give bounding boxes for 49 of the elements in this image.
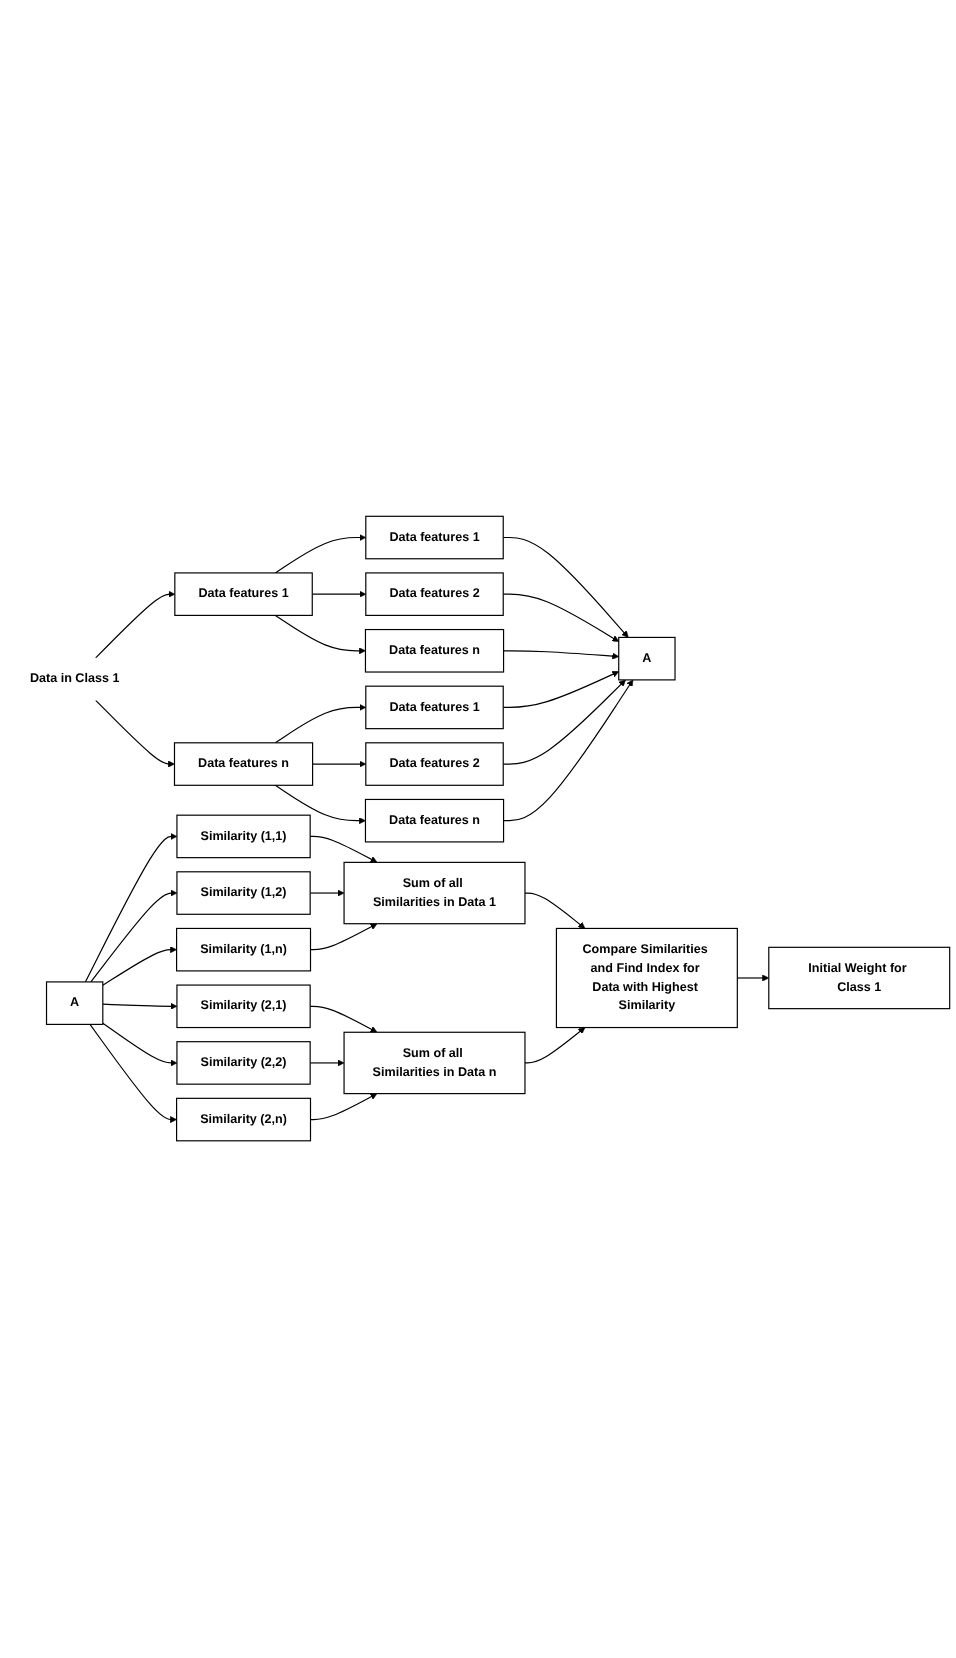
node-box [176,1098,312,1142]
arrow [312,761,367,768]
arrow [274,785,366,825]
node-box [364,629,505,674]
arrow [95,591,176,659]
arrow [84,833,178,983]
node-box [618,637,676,681]
arrow [309,923,378,951]
node-box [555,928,738,1029]
node-box [365,572,504,617]
node-box [176,815,311,859]
arrow [309,1006,378,1033]
arrow [274,615,366,655]
node-box [176,871,311,916]
arrow [502,680,626,766]
node-box [176,1041,311,1086]
node-box [174,572,313,617]
arrow [309,1093,378,1121]
arrow [309,1059,345,1067]
node-box [176,984,311,1029]
node-box [365,686,504,730]
arrow [102,946,177,987]
arrow [309,836,378,864]
node-box [45,981,104,1026]
arrow [736,974,770,982]
node-box [343,862,526,925]
arrow [89,1024,177,1124]
arrow [311,591,367,599]
arrow [90,890,178,983]
arrow [502,537,629,639]
arrow [95,700,175,768]
arrow [502,671,620,709]
node-box [176,928,312,972]
arrow [274,704,367,744]
node-box [364,799,505,843]
arrow [503,680,634,822]
node-box [365,742,504,787]
arrow [503,650,620,660]
arrow [274,534,367,574]
arrow [524,1027,586,1064]
node-box [343,1032,526,1095]
arrow [102,1023,178,1067]
node-box [768,947,951,1010]
arrow [502,594,620,643]
arrow [309,890,345,897]
node-box [365,516,504,560]
arrow [102,1003,178,1011]
node-box [173,742,314,787]
arrow [524,892,586,930]
